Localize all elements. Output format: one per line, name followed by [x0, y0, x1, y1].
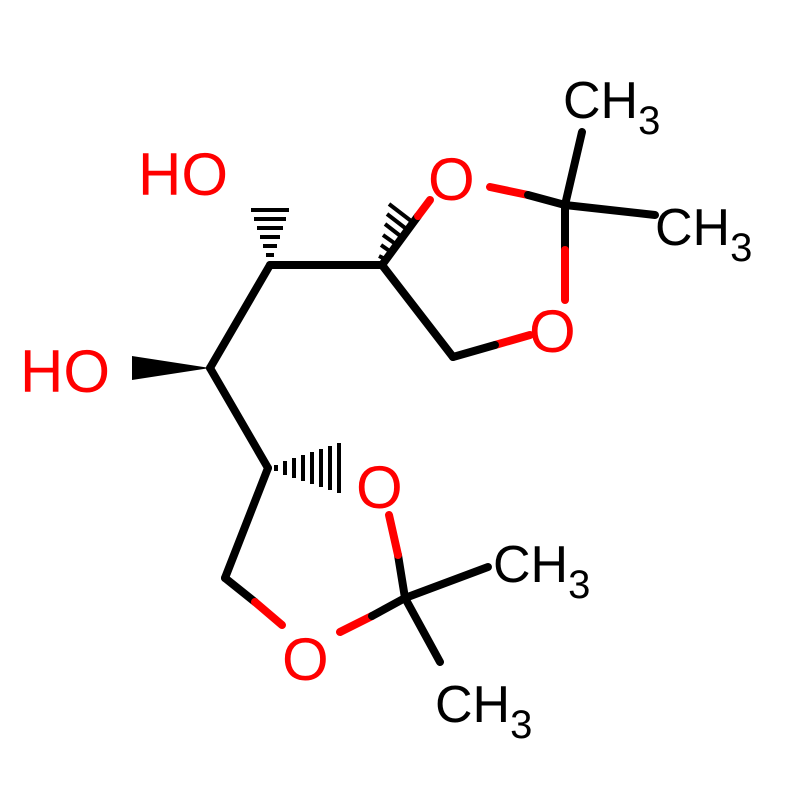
- bond-layer: [206, 128, 659, 666]
- bond-o2-c5: [491, 331, 534, 349]
- methyl-label-4: CH3: [435, 676, 532, 747]
- hashed-wedge-c1-oh: [251, 208, 289, 257]
- methyl-label-4-sub: 3: [510, 703, 532, 747]
- oxygen-label-ring1-bottom: O: [529, 298, 576, 365]
- bond-cq2-o3-red: [385, 511, 402, 559]
- bond-o1-cq1-black: [524, 191, 569, 209]
- oxygen-label-ring2-bottom: O: [282, 626, 329, 693]
- bond-cq2-me4: [401, 594, 444, 666]
- methyl-label-4-main: CH: [435, 676, 510, 734]
- methyl-label-1-main: CH: [563, 72, 638, 130]
- hydroxyl-label-top: HO: [138, 141, 228, 208]
- methyl-label-1-sub: 3: [638, 99, 660, 143]
- bond-o4-cq2: [336, 612, 376, 636]
- stereo-bond-layer: [132, 202, 417, 493]
- bond-cq1-me1: [561, 128, 586, 209]
- oxygen-label-ring1-top: O: [428, 146, 475, 213]
- hydroxyl-label-middle: HO: [20, 338, 110, 405]
- bond-cq2-me3: [401, 563, 492, 602]
- bond-c6-c4: [221, 464, 272, 582]
- methyl-label-2-sub: 3: [730, 226, 752, 270]
- bond-cq2-o3: [394, 551, 409, 602]
- bond-cq1-me2: [561, 201, 659, 219]
- hashed-wedge-c3: [378, 202, 417, 261]
- methyl-label-1: CH3: [563, 72, 660, 143]
- bond-o1-cq1: [486, 183, 532, 199]
- bond-c3-o1-red: [414, 196, 434, 220]
- methyl-label-3-sub: 3: [568, 563, 590, 607]
- atom-label-layer: HO HO O O O O CH3 CH3 CH3 CH3: [20, 72, 752, 747]
- bond-c6-o4-red: [251, 598, 286, 629]
- methyl-label-3-main: CH: [493, 536, 568, 594]
- methyl-label-2-main: CH: [655, 199, 730, 257]
- methyl-label-3: CH3: [493, 536, 590, 607]
- bond-c1-c2: [206, 261, 274, 372]
- hashed-wedge-c4: [274, 443, 341, 493]
- bond-c5-c3: [378, 261, 457, 361]
- methyl-label-2: CH3: [655, 199, 752, 270]
- bond-o2-c5-black: [449, 341, 499, 361]
- bond-c6-o4: [221, 574, 259, 606]
- bond-o4-cq2-black: [368, 594, 409, 620]
- oxygen-label-ring2-top: O: [356, 454, 403, 521]
- bond-c2-c4: [206, 364, 272, 472]
- solid-wedge-c2-oh: [132, 356, 210, 380]
